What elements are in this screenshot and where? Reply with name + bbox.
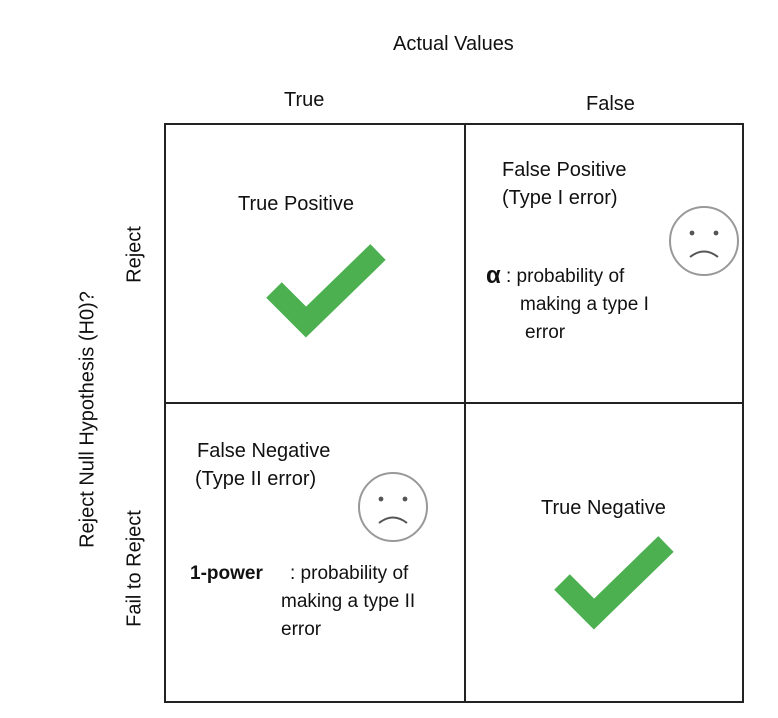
column-label-true: True (284, 89, 325, 111)
sad-face-icon (669, 206, 739, 276)
column-label-false: False (586, 93, 635, 115)
one-minus-power-symbol: 1-power (190, 563, 263, 584)
y-axis-label: Reject Null Hypothesis (H0)? (76, 291, 99, 548)
checkmark-icon (266, 244, 386, 338)
confusion-matrix-grid (164, 123, 744, 703)
grid-horizontal-divider (164, 402, 744, 404)
false-negative-title: False Negative (197, 440, 331, 462)
false-positive-desc-line1: : probability of (506, 266, 625, 287)
row-label-reject: Reject (123, 226, 146, 283)
checkmark-icon (554, 536, 674, 630)
true-negative-title: True Negative (541, 497, 666, 519)
actual-values-title: Actual Values (393, 33, 514, 55)
grid-vertical-divider (464, 123, 466, 703)
true-positive-title: True Positive (238, 193, 354, 215)
alpha-symbol: α (486, 262, 501, 289)
false-negative-desc-line2: making a type II (281, 591, 416, 612)
sad-face-icon (358, 472, 428, 542)
false-positive-desc-line2: making a type I (520, 294, 649, 315)
false-negative-desc-line3: error (281, 619, 322, 640)
false-positive-subtitle: (Type I error) (502, 187, 618, 209)
false-positive-title: False Positive (502, 159, 627, 181)
row-label-fail-to-reject: Fail to Reject (123, 510, 146, 627)
false-negative-subtitle: (Type II error) (195, 468, 317, 490)
false-positive-desc-line3: error (525, 322, 566, 343)
false-negative-desc-line1: : probability of (290, 563, 409, 584)
